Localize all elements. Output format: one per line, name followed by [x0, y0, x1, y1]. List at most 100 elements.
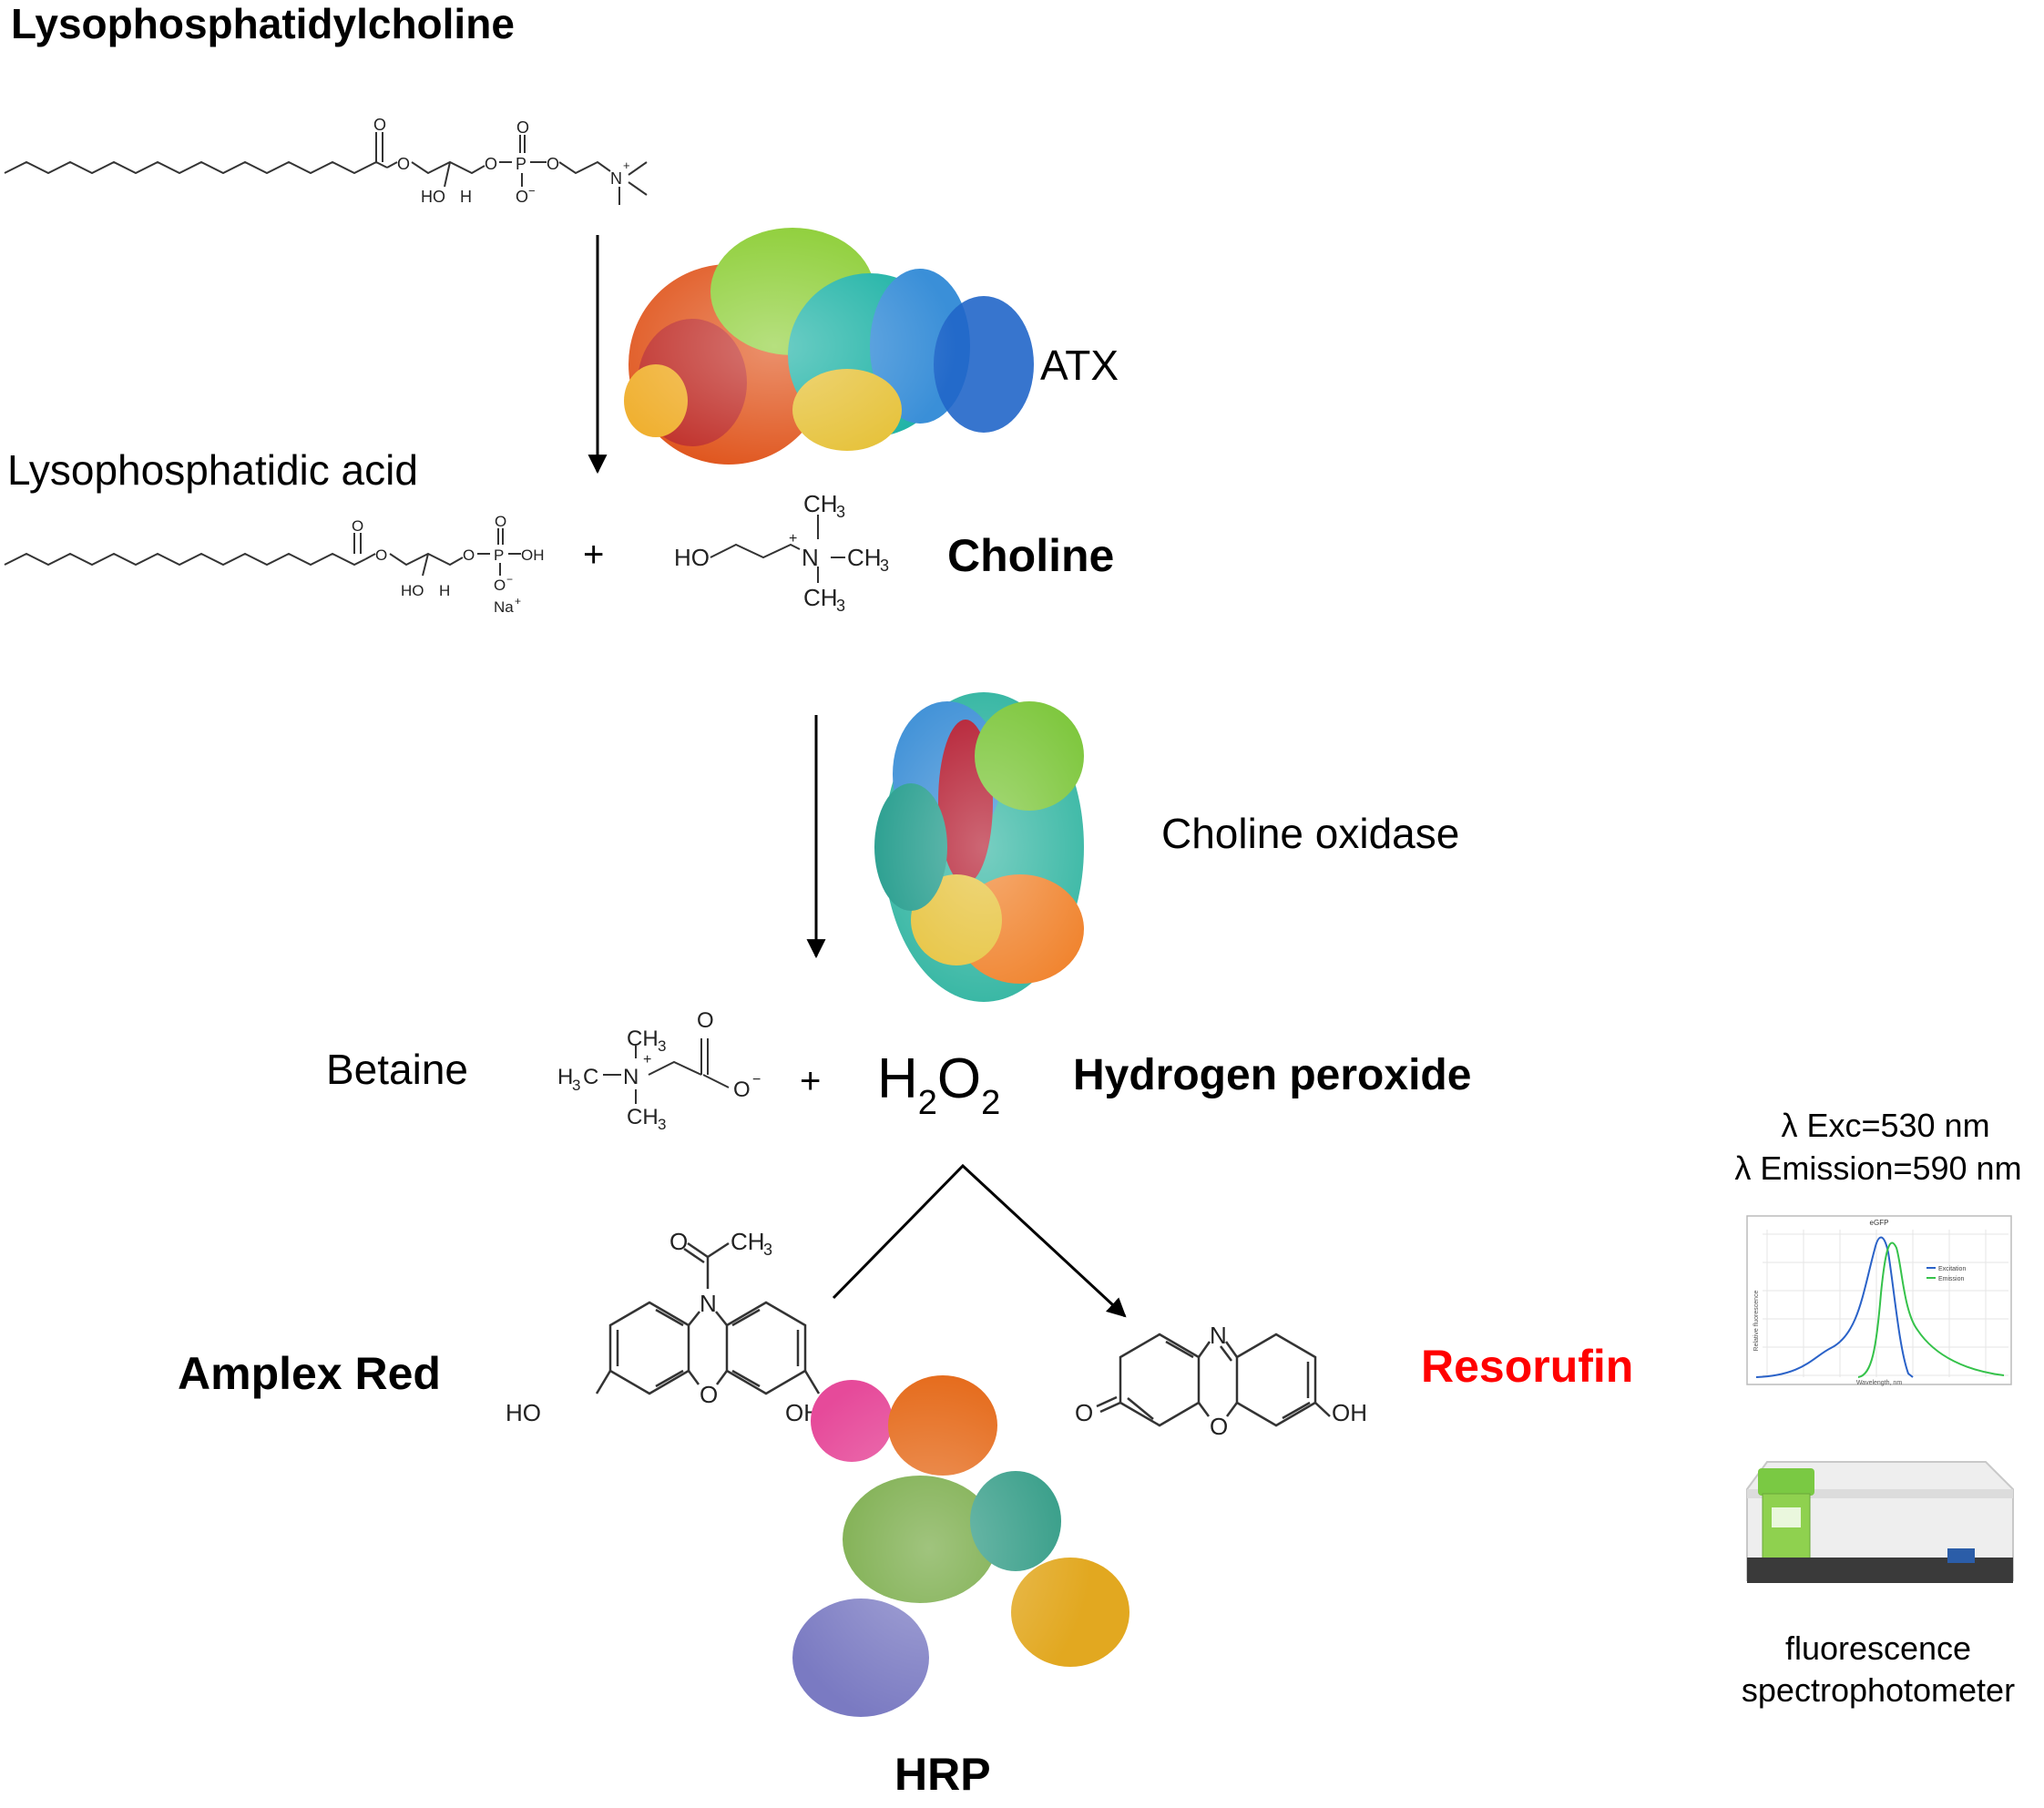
atom: CH	[627, 1105, 659, 1129]
atom: O	[352, 517, 363, 535]
label-choline-oxidase: Choline oxidase	[1161, 810, 1459, 857]
lpa-atoms: O O O P O OH O − Na + HO H	[352, 513, 545, 616]
hrp-protein-image	[765, 1366, 1129, 1731]
label-hydrogen-peroxide: Hydrogen peroxide	[1073, 1051, 1471, 1099]
atom: H	[557, 1065, 573, 1089]
h2o2-sub2: 2	[981, 1084, 1000, 1122]
lpc-chain	[4, 160, 388, 175]
atom: HO	[401, 582, 424, 599]
spectrum-ylabel: Relative fluorescence	[1753, 1290, 1760, 1351]
atom: O	[516, 118, 529, 137]
betaine-structure	[603, 1038, 730, 1104]
atom: O	[494, 577, 506, 594]
atom: O	[463, 546, 475, 564]
atom: HO	[421, 188, 445, 206]
label-betaine: Betaine	[326, 1046, 468, 1093]
atom: HO	[674, 544, 710, 571]
atom: N	[623, 1065, 639, 1089]
atom: O	[697, 1008, 714, 1033]
emission-curve	[1857, 1241, 2005, 1378]
atom-charge: −	[528, 184, 536, 198]
label-amplex-red: Amplex Red	[178, 1348, 441, 1399]
atom: CH	[731, 1228, 765, 1255]
atom: O	[373, 116, 386, 134]
h2o2-h: H	[877, 1047, 918, 1110]
label-plus-2: +	[800, 1061, 821, 1101]
atom: 3	[658, 1037, 666, 1055]
atom: O	[1210, 1413, 1228, 1440]
atom: P	[516, 155, 526, 173]
h2o2-sub1: 2	[918, 1084, 937, 1122]
atom: N	[700, 1290, 717, 1317]
atom: OH	[521, 546, 545, 564]
label-lysophosphatidic-acid: Lysophosphatidic acid	[7, 446, 418, 494]
atom: CH	[847, 544, 882, 571]
lpa-chain	[4, 552, 366, 567]
spectrum-gridlines	[1763, 1230, 2008, 1377]
atom: HO	[506, 1399, 541, 1426]
atom: OH	[1332, 1399, 1367, 1426]
label-instrument-line1: fluorescence	[1785, 1629, 1971, 1667]
lpc-atoms: O O O P O O − O N + HO H	[373, 116, 630, 206]
atom: 3	[880, 557, 889, 575]
label-atx: ATX	[1040, 342, 1119, 389]
atom: N	[1210, 1322, 1227, 1349]
atom: N	[802, 544, 819, 571]
excitation-curve	[1755, 1236, 1914, 1378]
label-instrument-line2: spectrophotometer	[1742, 1671, 2015, 1709]
atx-protein-image	[592, 219, 1034, 474]
atom: O	[1075, 1399, 1093, 1426]
atom: Na	[494, 598, 514, 616]
label-plus-1: +	[583, 535, 604, 575]
spectrum-title: eGFP	[1870, 1219, 1889, 1227]
choline-structure	[710, 515, 845, 583]
atom: 3	[572, 1077, 580, 1094]
atom: P	[494, 546, 504, 564]
choline-oxidase-protein-image	[847, 665, 1120, 1029]
resorufin-structure	[1096, 1333, 1331, 1427]
atom: C	[583, 1065, 598, 1089]
atom: O	[495, 513, 506, 530]
spectrum-chart: eGFP Relative fluorescence Wavelength, n…	[1746, 1215, 2012, 1386]
arrow-hrp-reaction	[832, 1163, 1127, 1318]
atom: O	[669, 1228, 688, 1255]
lpa-structure	[4, 528, 521, 577]
atom-charge: −	[506, 573, 513, 586]
label-resorufin: Resorufin	[1421, 1341, 1633, 1392]
atom-charge: +	[789, 531, 797, 546]
atom: CH	[803, 584, 838, 611]
atom: 3	[658, 1116, 666, 1133]
label-hrp: HRP	[894, 1749, 991, 1800]
atom: O	[375, 546, 387, 564]
atom: O	[397, 155, 410, 173]
atom: CH	[627, 1027, 659, 1051]
legend-emission: Emission	[1938, 1276, 1965, 1282]
atom: H	[439, 582, 450, 599]
label-choline: Choline	[947, 530, 1114, 581]
label-h2o2: H2O2	[877, 1047, 1000, 1122]
resorufin-atoms: N O O OH	[1075, 1322, 1367, 1440]
choline-atoms: HO N + CH 3 CH 3 CH 3	[674, 490, 889, 615]
h2o2-o: O	[937, 1047, 981, 1110]
atom: O	[485, 155, 497, 173]
atom: N	[610, 169, 622, 188]
label-lysophosphatidylcholine: Lysophosphatidylcholine	[11, 0, 515, 47]
atom: CH	[803, 490, 838, 517]
spectrophotometer-image	[1746, 1461, 2014, 1583]
atom: 3	[836, 503, 845, 521]
lpc-structure	[4, 132, 648, 205]
label-excitation: λ Exc=530 nm	[1781, 1107, 1989, 1144]
legend-excitation: Excitation	[1938, 1266, 1966, 1272]
atom-charge: +	[623, 158, 630, 172]
atom-charge: +	[515, 595, 521, 608]
atom: O	[733, 1078, 751, 1102]
betaine-atoms: H 3 C N + CH 3 CH 3 O O −	[557, 1008, 761, 1133]
spectrum-chart-frame	[1746, 1215, 2012, 1385]
spectrum-xlabel: Wavelength, nm	[1856, 1380, 1902, 1386]
atom: O	[700, 1381, 718, 1408]
atom: O	[547, 155, 559, 173]
atom: H	[460, 188, 472, 206]
amplex-red-atoms: O CH 3 N O HO OH	[506, 1228, 821, 1426]
atom: 3	[836, 597, 845, 615]
